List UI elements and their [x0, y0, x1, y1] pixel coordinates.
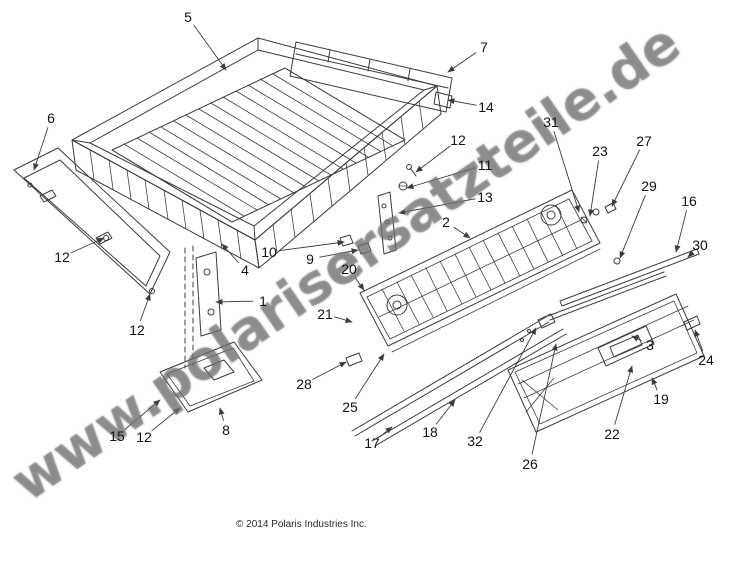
leader-line-12 [415, 145, 451, 173]
leader-line-21 [334, 316, 353, 324]
upper-rod-drawing [547, 202, 700, 321]
leader-line-6 [33, 127, 49, 171]
floor-slats [111, 67, 406, 223]
leader-line-19 [651, 377, 658, 391]
leader-line-7 [447, 52, 477, 73]
leader-line-1 [215, 298, 254, 305]
left-wall-ribs [89, 149, 242, 260]
leader-line-9 [319, 248, 359, 258]
leader-line-17 [379, 426, 393, 438]
leader-line-25 [354, 353, 385, 400]
leader-line-14 [447, 98, 477, 106]
mount-plate-drawing [159, 341, 263, 413]
leader-line-11 [406, 167, 476, 190]
leader-line-18 [435, 399, 456, 425]
leader-line-16 [674, 210, 687, 253]
support-bracket-drawing [184, 245, 222, 369]
leader-line-8 [218, 407, 225, 421]
lower-rod-drawing [351, 313, 567, 447]
leader-line-28 [312, 361, 347, 380]
tailgate-inner-slats [381, 204, 578, 332]
leader-line-3 [631, 335, 642, 342]
leader-line-20 [354, 276, 365, 291]
tailgate-inner-drawing [345, 189, 601, 367]
side-panel-drawing [13, 147, 171, 295]
leader-line-23 [588, 160, 599, 217]
rear-panel-drawing [289, 41, 453, 113]
leader-line-2 [453, 227, 471, 239]
leader-line-12 [151, 407, 181, 432]
leader-lines [33, 24, 704, 455]
tailgate-outer-drawing [507, 293, 705, 433]
leader-line-15 [124, 399, 161, 431]
copyright-text: © 2014 Polaris Industries Inc. [236, 519, 367, 530]
leader-line-29 [619, 194, 646, 259]
leader-line-32 [479, 327, 537, 433]
leader-line-4 [221, 243, 239, 263]
cargo-box-drawing [71, 37, 442, 269]
small-hardware-drawing [339, 164, 417, 255]
leader-line-30 [687, 250, 695, 258]
leader-line-22 [614, 365, 634, 425]
leader-line-10 [278, 239, 345, 252]
leader-line-27 [611, 149, 641, 207]
leader-line-12 [70, 237, 105, 254]
leader-line-12 [139, 293, 151, 322]
leader-line-24 [694, 329, 704, 352]
leader-line-5 [193, 24, 227, 71]
leader-line-26 [531, 343, 558, 455]
leader-line-13 [398, 198, 476, 215]
leader-line-31 [553, 131, 580, 213]
right-wall-ribs [272, 100, 424, 254]
